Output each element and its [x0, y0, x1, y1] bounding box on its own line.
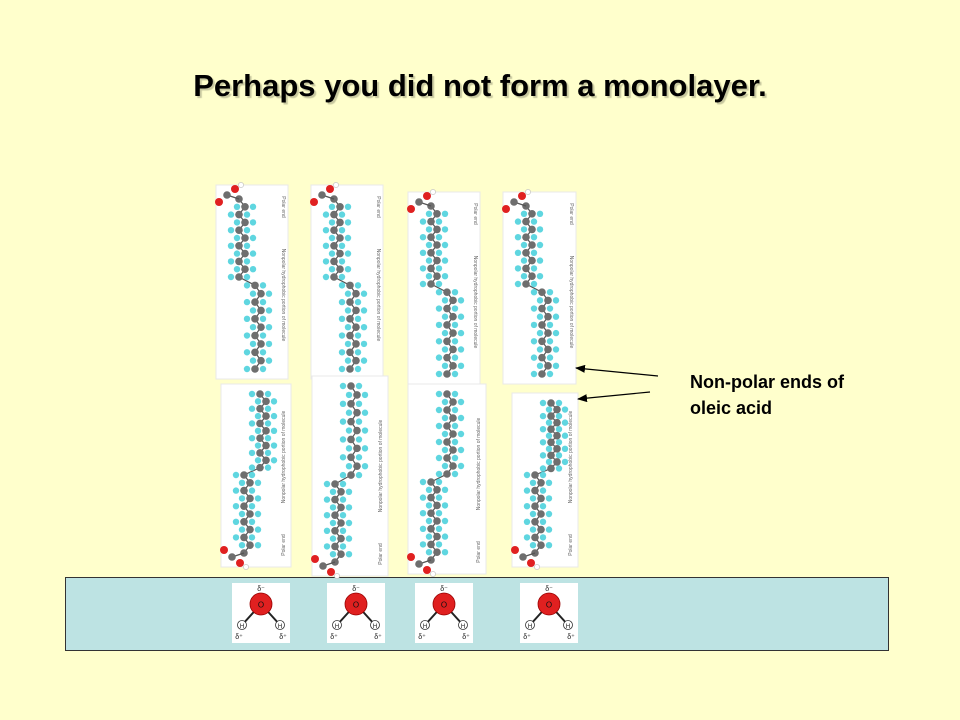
delta-plus-label: δ⁺	[330, 634, 338, 641]
oxygen-atom	[344, 592, 368, 616]
delta-plus-label: δ⁺	[279, 634, 287, 641]
hydrogen-atom	[458, 620, 468, 630]
nonpolar-portion-label: Nonpolar hydrophobic portion of molecule	[280, 249, 286, 342]
delta-plus-label: δ⁺	[418, 634, 426, 641]
water-molecule: O H Hδ⁻ δ⁺ δ⁺	[327, 583, 385, 643]
nonpolar-portion-label: Nonpolar hydrophobic portion of molecule	[375, 249, 381, 342]
nonpolar-portion-label: Nonpolar hydrophobic portion of molecule	[568, 411, 574, 504]
oxygen-atom	[249, 592, 273, 616]
annotation-arrows	[575, 364, 659, 403]
hydrogen-label: H	[423, 624, 427, 630]
card-background	[311, 375, 389, 577]
nonpolar-portion-label: Nonpolar hydrophobic portion of molecule	[476, 418, 482, 511]
hydrogen-atom	[370, 620, 380, 630]
polar-end-label: Polar end	[280, 196, 286, 218]
hydrogen-atom	[237, 620, 247, 630]
hydrogen-label: H	[240, 624, 244, 630]
hydrogen-label: H	[461, 624, 465, 630]
polar-end-label: Polar end	[472, 203, 478, 225]
oleic-acid-card: Polar end Nonpolar hydrophobic portion of…	[407, 383, 487, 577]
nonpolar-portion-label: Nonpolar hydrophobic portion of molecule	[281, 411, 287, 504]
oxygen-label: O	[441, 601, 447, 610]
oleic-acid-card: Polar end Nonpolar hydrophobic portion of…	[511, 392, 579, 570]
delta-plus-label: δ⁺	[567, 634, 575, 641]
hydrogen-label: H	[566, 624, 570, 630]
hydrogen-label: H	[528, 624, 532, 630]
water-molecules: O H Hδ⁻ δ⁺ δ⁺ O H Hδ⁻ δ⁺ δ⁺ O H Hδ⁻ δ⁺ δ⁺ O H Hδ⁻ δ⁺ δ⁺	[232, 583, 578, 643]
delta-minus-label: δ⁻	[257, 586, 265, 593]
water-molecule: O H Hδ⁻ δ⁺ δ⁺	[232, 583, 290, 643]
card-background	[215, 184, 289, 380]
hydrogen-label: H	[278, 624, 282, 630]
oxygen-label: O	[353, 601, 359, 610]
arrow-to-top-row	[575, 364, 659, 377]
delta-plus-label: δ⁺	[374, 634, 382, 641]
polar-end-label: Polar end	[476, 541, 482, 563]
nonpolar-portion-label: Nonpolar hydrophobic portion of molecule	[472, 256, 478, 349]
oleic-acid-card: Polar end Nonpolar hydrophobic portion of…	[311, 375, 389, 579]
card-background	[407, 191, 481, 385]
oxygen-label: O	[258, 601, 264, 610]
hydrogen-atom	[332, 620, 342, 630]
nonpolar-portion-label: Nonpolar hydrophobic portion of molecule	[378, 420, 384, 513]
hydrogen-atom	[275, 620, 285, 630]
oleic-acid-card: Polar end Nonpolar hydrophobic portion of…	[220, 383, 292, 570]
hydrogen-label: H	[335, 624, 339, 630]
slide-title: Perhaps you did not form a monolayer.	[193, 68, 767, 103]
hydrogen-atom	[563, 620, 573, 630]
oxygen-atom	[537, 592, 561, 616]
annotation-line-2: oleic acid	[690, 398, 773, 418]
nonpolar-portion-label: Nonpolar hydrophobic portion of molecule	[568, 256, 574, 349]
arrow-to-bottom-row	[577, 391, 651, 403]
water-molecule: O H Hδ⁻ δ⁺ δ⁺	[520, 583, 578, 643]
delta-plus-label: δ⁺	[523, 634, 531, 641]
hydrogen-atom	[420, 620, 430, 630]
delta-minus-label: δ⁻	[545, 586, 553, 593]
water-molecule: O H Hδ⁻ δ⁺ δ⁺	[415, 583, 473, 643]
delta-plus-label: δ⁺	[462, 634, 470, 641]
polar-end-label: Polar end	[281, 534, 287, 556]
polar-end-label: Polar end	[568, 534, 574, 556]
water-surface	[65, 577, 889, 651]
delta-minus-label: δ⁻	[440, 586, 448, 593]
annotation-line-1: Non-polar ends of	[690, 372, 844, 392]
oxygen-label: O	[546, 601, 552, 610]
polar-end-label: Polar end	[375, 196, 381, 218]
polar-end-label: Polar end	[378, 543, 384, 565]
hydrogen-label: H	[373, 624, 377, 630]
hydrogen-atom	[525, 620, 535, 630]
oxygen-atom	[432, 592, 456, 616]
delta-plus-label: δ⁺	[235, 634, 243, 641]
nonpolar-ends-annotation: Non-polar ends of oleic acid	[690, 369, 844, 421]
polar-end-label: Polar end	[568, 203, 574, 225]
delta-minus-label: δ⁻	[352, 586, 360, 593]
card-background	[310, 184, 384, 380]
